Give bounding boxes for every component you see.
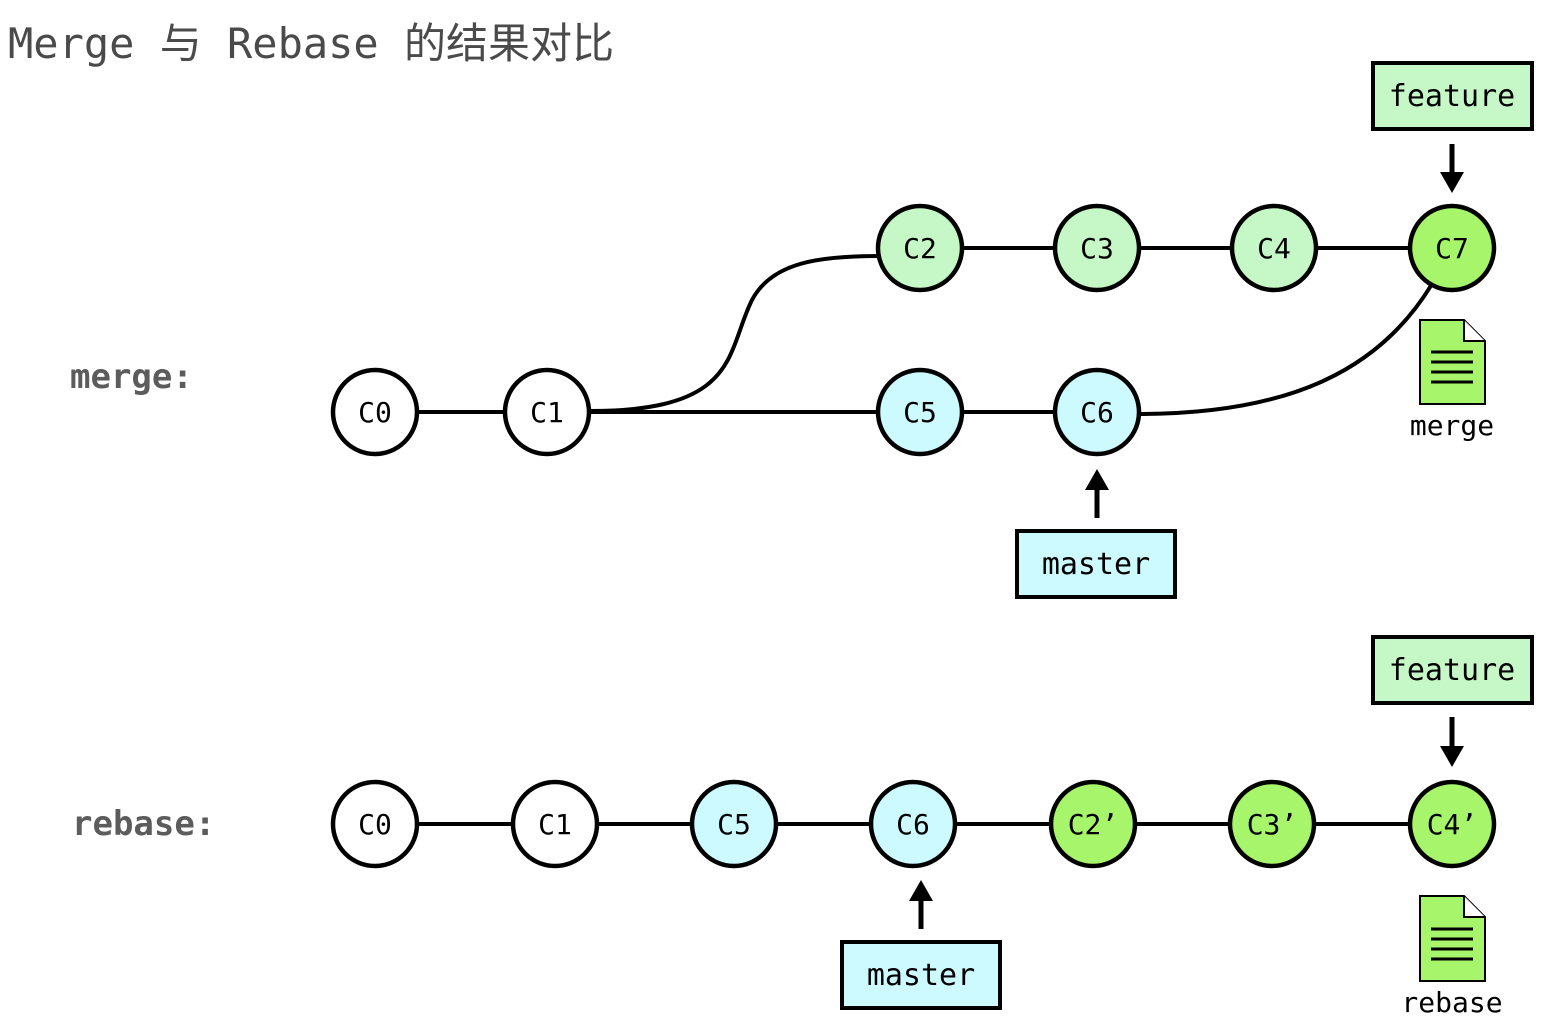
- commit-circle: [1052, 367, 1142, 457]
- merge-commit-c0: C0: [330, 367, 420, 457]
- commit-circle: [1407, 779, 1497, 869]
- rebase-feature-branch: feature: [1371, 635, 1534, 767]
- commit-circle: [1052, 203, 1142, 293]
- rebase-commit-c0: C0: [330, 779, 420, 869]
- rebase-commit-c5: C5: [689, 779, 779, 869]
- branch-label: master: [1042, 547, 1150, 582]
- commit-label: C5: [903, 396, 937, 429]
- commit-label: C5: [717, 808, 751, 841]
- commit-label: C4’: [1427, 808, 1478, 841]
- merge-commit-c3: C3: [1052, 203, 1142, 293]
- commit-label: C0: [358, 396, 392, 429]
- commit-label: C3: [1080, 232, 1114, 265]
- merge-commit-c5: C5: [875, 367, 965, 457]
- commit-circle: [1048, 779, 1138, 869]
- commit-circle: [1227, 779, 1317, 869]
- commit-circle: [875, 203, 965, 293]
- branch-label: feature: [1389, 653, 1515, 688]
- merge-file: merge: [1410, 319, 1494, 442]
- rebase-master-branch: master: [840, 880, 1002, 1010]
- commit-label: C3’: [1247, 808, 1298, 841]
- merge-commit-c2: C2: [875, 203, 965, 293]
- document-icon: [1419, 895, 1486, 982]
- merge-commit-c1: C1: [502, 367, 592, 457]
- merge-section-label: merge:: [70, 357, 193, 397]
- branch-box: [1015, 529, 1177, 599]
- commit-circle: [875, 367, 965, 457]
- arrow-down-icon-head: [1440, 746, 1464, 767]
- branch-box: [840, 940, 1002, 1010]
- commit-circle: [689, 779, 779, 869]
- commit-label: C6: [896, 808, 930, 841]
- branch-label: feature: [1389, 79, 1515, 114]
- arrow-up-icon-head: [1085, 469, 1109, 490]
- commit-label: C1: [530, 396, 564, 429]
- arrow-up-icon-head: [909, 880, 933, 901]
- edge-c1-c2: [589, 254, 880, 413]
- commit-circle: [1229, 203, 1319, 293]
- commit-label: C7: [1435, 232, 1469, 265]
- document-icon: [1419, 319, 1486, 405]
- merge-commit-c7: C7: [1407, 203, 1497, 293]
- rebase-section-label: rebase:: [72, 804, 215, 844]
- commit-label: C4: [1257, 232, 1291, 265]
- commit-circle: [330, 367, 420, 457]
- commit-label: C2’: [1068, 808, 1119, 841]
- branch-label: master: [867, 958, 975, 993]
- merge-edges: [416, 246, 1434, 416]
- commit-circle: [510, 779, 600, 869]
- rebase-section: rebase: C0 C1 C5 C6 C2’: [72, 635, 1534, 1019]
- commit-label: C0: [358, 808, 392, 841]
- commit-label: C6: [1080, 396, 1114, 429]
- rebase-commit-c4p: C4’: [1407, 779, 1497, 869]
- merge-feature-branch: feature: [1371, 61, 1534, 193]
- merge-section: merge: C0 C1 C2 C3: [70, 61, 1534, 599]
- diagram-title: Merge 与 Rebase 的结果对比: [8, 19, 614, 68]
- commit-label: C2: [903, 232, 937, 265]
- merge-master-branch: master: [1015, 469, 1177, 599]
- rebase-commit-c2p: C2’: [1048, 779, 1138, 869]
- commit-circle: [1407, 203, 1497, 293]
- arrow-down-icon-head: [1440, 172, 1464, 193]
- merge-commit-c6: C6: [1052, 367, 1142, 457]
- rebase-commit-c1: C1: [510, 779, 600, 869]
- commit-label: C1: [538, 808, 572, 841]
- commit-circle: [868, 779, 958, 869]
- branch-box: [1371, 635, 1534, 705]
- file-label: rebase: [1401, 986, 1502, 1019]
- file-label: merge: [1410, 409, 1494, 442]
- rebase-commit-c3p: C3’: [1227, 779, 1317, 869]
- branch-box: [1371, 61, 1534, 131]
- commit-circle: [330, 779, 420, 869]
- rebase-file: rebase: [1401, 895, 1503, 1019]
- merge-commit-c4: C4: [1229, 203, 1319, 293]
- edge-c6-c7: [1138, 282, 1434, 416]
- rebase-commit-c6: C6: [868, 779, 958, 869]
- commit-circle: [502, 367, 592, 457]
